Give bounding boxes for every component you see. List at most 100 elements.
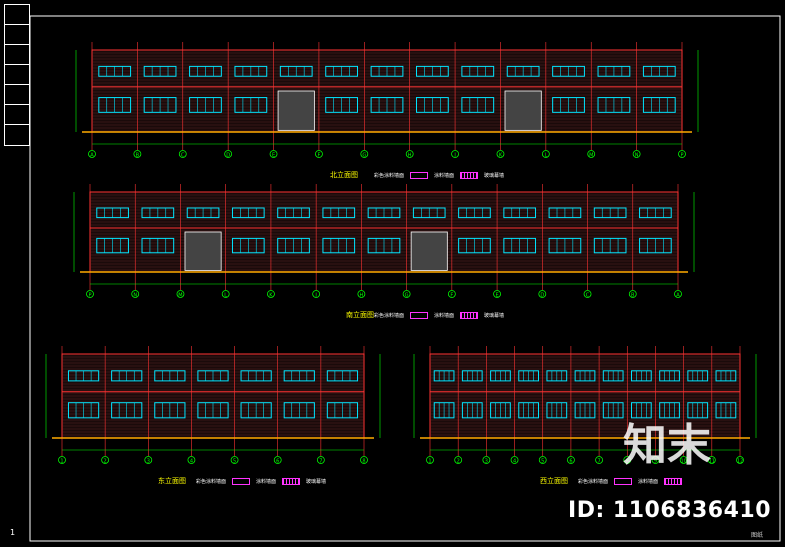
grid-bubble xyxy=(273,456,282,464)
grid-bubble xyxy=(451,150,459,158)
grid-bubble xyxy=(447,290,456,298)
grid-label: 10 xyxy=(680,459,686,465)
grid-label: 1 xyxy=(428,459,431,465)
building-outline xyxy=(91,49,683,133)
image-id-label: ID: 1106836410 xyxy=(568,498,771,523)
grid-label: 12 xyxy=(737,459,743,465)
grid-label: A xyxy=(676,293,680,299)
grid-bubble xyxy=(357,290,366,298)
grid-bubble xyxy=(482,456,491,464)
grid-bubble xyxy=(651,456,660,464)
grid-bubble xyxy=(632,150,641,158)
grid-bubble xyxy=(707,456,716,464)
grid-label: C xyxy=(586,293,590,299)
grid-bubble xyxy=(454,456,463,464)
grid-bubble xyxy=(510,456,519,464)
legend-label: 玻璃幕墙 xyxy=(484,173,505,179)
grid-bubble xyxy=(595,456,603,464)
grid-bubble xyxy=(269,150,278,158)
grid-bubble xyxy=(405,150,414,158)
sheet-frame xyxy=(29,15,781,542)
legend-south: 彩色涂料墙面 涂料墙面 玻璃幕墙 xyxy=(374,312,504,319)
grid-label: B xyxy=(631,293,635,299)
legend-label: 涂料墙面 xyxy=(434,313,455,319)
grid-bubble xyxy=(493,290,501,298)
grid-label: L xyxy=(544,153,547,159)
grid-label: H xyxy=(360,293,364,299)
grid-bubble xyxy=(496,150,505,158)
grid-bubble xyxy=(187,456,196,464)
grid-bubble xyxy=(221,290,230,298)
grid-bubble xyxy=(567,456,575,464)
grid-bubble xyxy=(312,290,321,298)
grid-bubble xyxy=(101,456,110,464)
grid-bubble xyxy=(230,456,239,464)
grid-bubble xyxy=(267,290,275,298)
grid-label: P xyxy=(680,153,683,159)
grid-label: E xyxy=(495,293,498,299)
legend-label: 彩色涂料墙面 xyxy=(374,173,405,179)
grid-label: 6 xyxy=(276,459,279,465)
legend-label: 涂料墙面 xyxy=(256,479,277,485)
grid-label: A xyxy=(90,153,94,159)
elevation-title-south: 南立面图 xyxy=(346,311,374,319)
grid-label: N xyxy=(133,293,137,299)
grid-bubble xyxy=(86,290,94,298)
legend-label: 玻璃幕墙 xyxy=(306,479,327,485)
grid-bubble xyxy=(679,456,688,464)
legend-label: 玻璃幕墙 xyxy=(484,313,505,319)
grid-label: L xyxy=(224,293,227,299)
legend-north: 彩色涂料墙面 涂料墙面 玻璃幕墙 xyxy=(374,172,504,179)
grid-bubble xyxy=(315,150,323,158)
legend-label: 彩色涂料墙面 xyxy=(196,479,227,485)
grid-bubble xyxy=(623,456,632,464)
grid-label: G xyxy=(405,293,409,299)
grid-bubble xyxy=(583,290,592,298)
grid-bubble xyxy=(587,150,596,158)
legend-label: 涂料墙面 xyxy=(638,479,659,485)
grid-label: 8 xyxy=(362,459,365,465)
grid-bubble xyxy=(674,290,682,298)
grid-label: D xyxy=(540,293,544,299)
grid-label: 2 xyxy=(104,459,107,465)
grid-label: H xyxy=(408,153,412,159)
elevation-title-west: 西立面图 xyxy=(540,477,568,485)
elevation-title-north: 北立面图 xyxy=(330,171,358,179)
grid-bubble xyxy=(88,150,96,158)
grid-label: N xyxy=(635,153,639,159)
grid-bubble xyxy=(426,456,434,464)
roller-door xyxy=(504,90,542,131)
grid-label: F xyxy=(450,293,453,299)
grid-bubble xyxy=(360,456,368,464)
legend-label: 彩色涂料墙面 xyxy=(578,479,609,485)
legend-west: 彩色涂料墙面 涂料墙面 xyxy=(578,478,683,485)
grid-label: C xyxy=(181,153,185,159)
grid-label: 3 xyxy=(147,459,150,465)
sheet-number: 1 xyxy=(10,528,16,537)
legend-label: 涂料墙面 xyxy=(434,173,455,179)
grid-bubble xyxy=(402,290,411,298)
grid-bubble xyxy=(541,150,550,158)
grid-bubble xyxy=(224,150,233,158)
grid-bubble xyxy=(178,150,187,158)
grid-bubble xyxy=(133,150,142,158)
grid-bubble xyxy=(538,290,547,298)
grid-label: M xyxy=(589,153,593,159)
grid-label: 1 xyxy=(60,459,63,465)
grid-label: P xyxy=(88,293,91,299)
grid-bubble xyxy=(736,456,744,464)
roller-door xyxy=(277,90,315,131)
grid-label: K xyxy=(269,293,273,299)
grid-label: D xyxy=(226,153,230,159)
roller-door xyxy=(184,231,222,271)
grid-label: M xyxy=(178,293,182,299)
grid-label: 4 xyxy=(190,459,193,465)
roller-door xyxy=(410,231,448,271)
grid-label: 2 xyxy=(457,459,460,465)
grid-bubble xyxy=(628,290,637,298)
grid-bubble xyxy=(360,150,369,158)
elevation-title-east: 东立面图 xyxy=(158,477,186,485)
grid-label: E xyxy=(272,153,275,159)
